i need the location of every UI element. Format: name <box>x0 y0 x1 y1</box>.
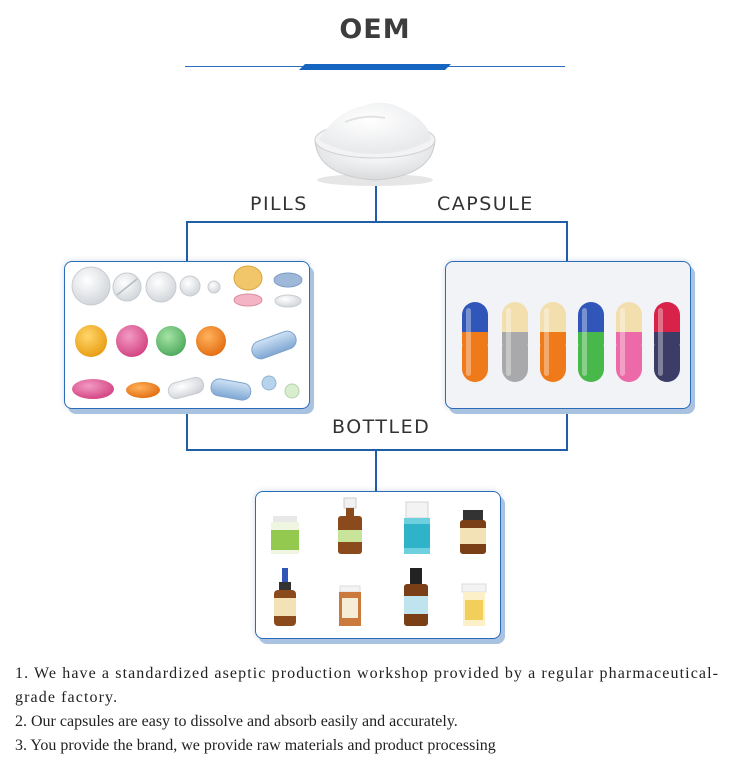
pills-illustration <box>71 265 303 401</box>
note-3: 3. You provide the brand, we provide raw… <box>15 737 496 754</box>
connector-capsule-down <box>566 221 568 263</box>
bottle-2 <box>338 497 362 554</box>
note-1: 1. We have a standardized aseptic produc… <box>15 665 720 706</box>
notes-section: 1. We have a standardized aseptic produc… <box>15 662 735 758</box>
label-capsule: CAPSULE <box>437 193 534 215</box>
connector-bottom-horizontal <box>186 449 568 451</box>
label-bottled: BOTTLED <box>332 416 431 438</box>
bottle-7 <box>404 568 428 626</box>
powder-bowl-image <box>314 102 436 186</box>
connector-bottled-down <box>375 449 377 491</box>
bottle-3 <box>404 501 430 554</box>
note-2: 2. Our capsules are easy to dissolve and… <box>15 713 458 730</box>
connector-capsule-up <box>566 408 568 450</box>
bottle-1 <box>271 516 299 554</box>
connector-top-horizontal <box>186 221 568 223</box>
bottle-6 <box>339 585 361 626</box>
bottle-5 <box>274 568 296 626</box>
label-pills: PILLS <box>250 193 308 215</box>
bottles-illustration <box>271 497 487 626</box>
bottle-4 <box>460 510 486 554</box>
bottled-panel <box>255 491 501 639</box>
capsule-panel <box>445 261 691 409</box>
connector-pills-down <box>186 221 188 263</box>
connector-pills-up <box>186 408 188 450</box>
connector-top <box>375 186 377 222</box>
page-title: OEM <box>339 14 411 45</box>
title-accent-bar <box>299 64 451 70</box>
pills-panel <box>64 261 310 409</box>
capsules-illustration <box>462 302 680 382</box>
bottle-8 <box>461 583 487 626</box>
